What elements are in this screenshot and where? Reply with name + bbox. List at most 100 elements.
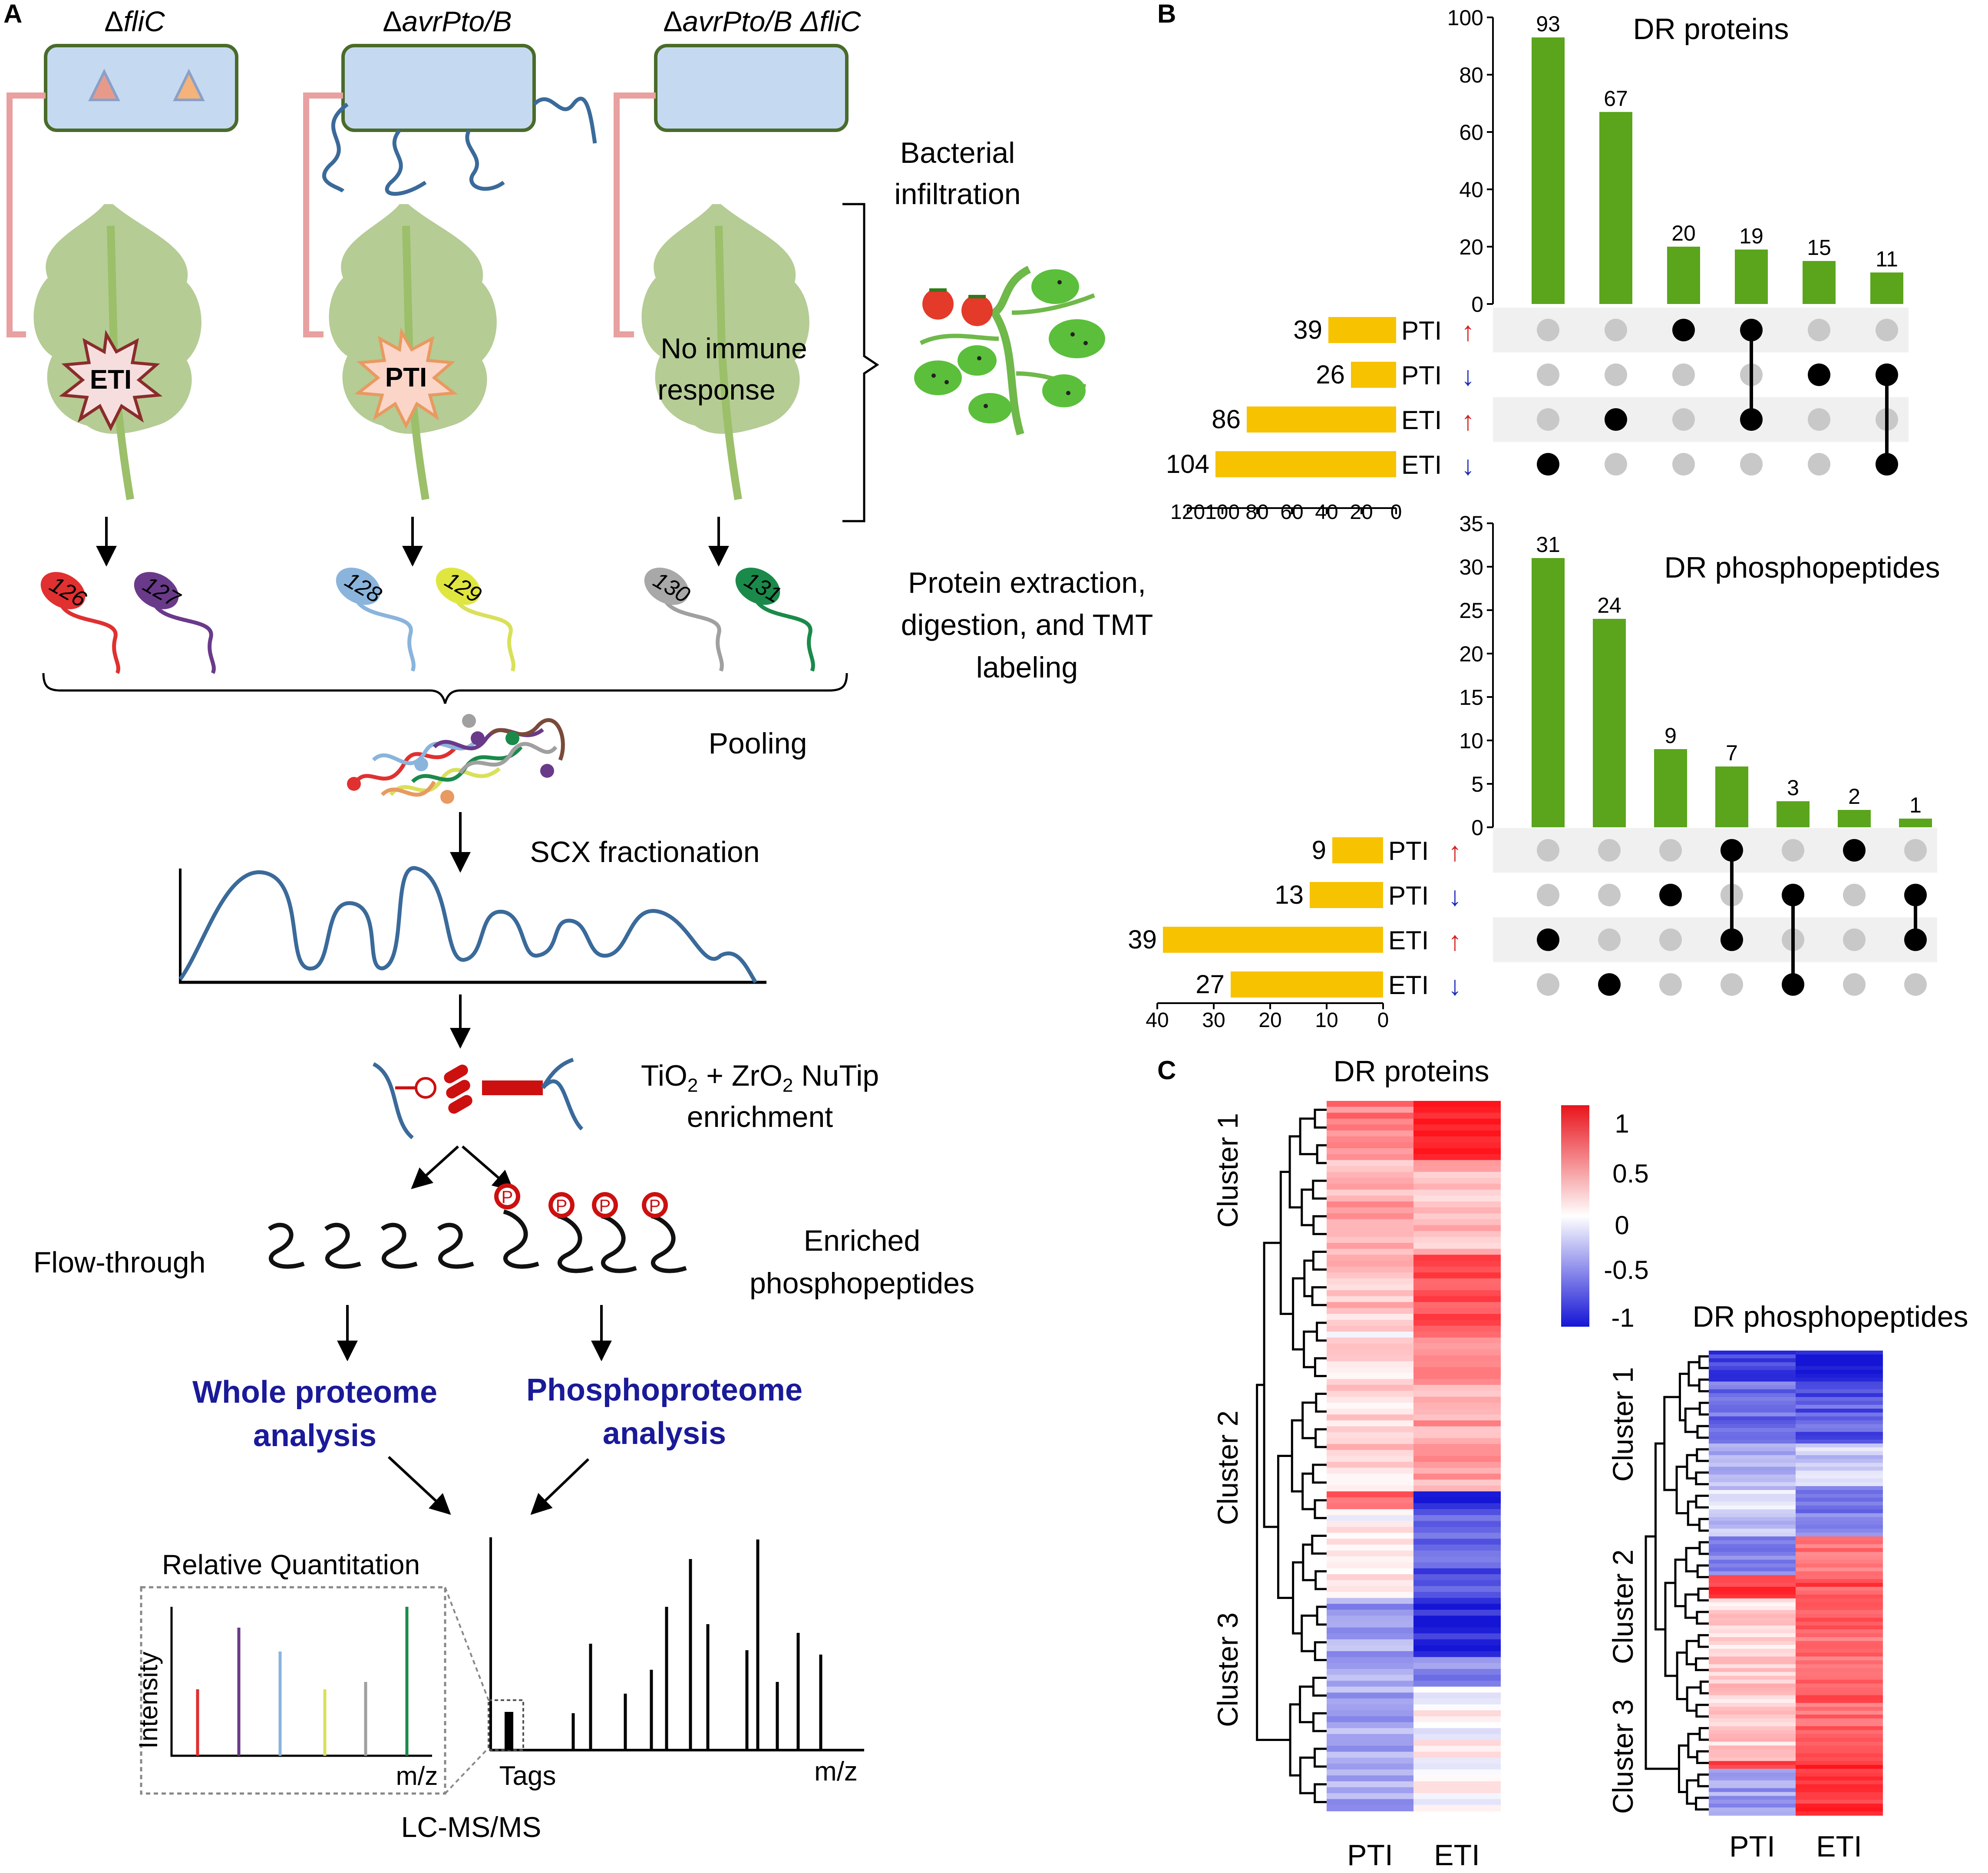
heatmap-cell: [1709, 1563, 1796, 1568]
heatmap-cell: [1709, 1385, 1796, 1390]
heatmap-cell: [1796, 1536, 1883, 1541]
heatmap-cell: [1709, 1513, 1796, 1518]
heatmap-cell: [1413, 1592, 1501, 1599]
heatmap-cell: [1413, 1183, 1501, 1190]
dendrogram-branch: [1312, 1676, 1327, 1697]
row-shade: [1493, 828, 1937, 873]
infiltration-arrow: [7, 92, 46, 337]
heatmap-cell: [1327, 1686, 1414, 1693]
matrix-dot-empty: [1740, 453, 1763, 476]
tmt-tag-126: [40, 572, 86, 609]
heatmap-cell: [1796, 1672, 1883, 1676]
heatmap-cell: [1413, 1515, 1501, 1522]
matrix-dot-empty: [1843, 973, 1866, 996]
intersection-bar: [1715, 766, 1748, 827]
y-tick-label: 15: [1459, 685, 1483, 710]
heatmap-cell: [1709, 1780, 1796, 1785]
heatmap-cell: [1796, 1703, 1883, 1708]
set-direction-icon: ↓: [1461, 451, 1475, 481]
matrix-dot-empty: [1537, 319, 1559, 341]
heatmap-cell: [1327, 1219, 1414, 1226]
heatmap-cell: [1413, 1391, 1501, 1397]
heatmap-cell: [1709, 1393, 1796, 1397]
heatmap-cell: [1709, 1567, 1796, 1572]
heatmap-cell: [1796, 1517, 1883, 1522]
heatmap-cell: [1327, 1769, 1414, 1776]
heatmap-cell: [1413, 1101, 1501, 1107]
colorbar-tick: 0: [1615, 1211, 1629, 1240]
dendrogram-branch: [1696, 1611, 1709, 1625]
heatmap-cell: [1796, 1370, 1883, 1374]
heatmap-cell: [1709, 1583, 1796, 1587]
heatmap-cell: [1413, 1663, 1501, 1669]
leaf-none: No immune response: [641, 204, 809, 500]
heatmap-cell: [1327, 1592, 1414, 1599]
colorbar: 1 0.5 0 -0.5 -1: [1561, 1105, 1649, 1332]
upset-title: DR phosphopeptides: [1664, 551, 1940, 584]
dendrogram-branch: [1645, 1535, 1679, 1770]
arrow-diag: [530, 1458, 590, 1515]
intersection-bar: [1532, 558, 1565, 827]
heatmap-cell: [1709, 1776, 1796, 1781]
heatmap-cell: [1709, 1586, 1796, 1591]
set-size-tick-label: 40: [1315, 501, 1338, 524]
heatmap-cell: [1709, 1432, 1796, 1437]
set-size-bar: [1332, 837, 1383, 863]
matrix-dot-empty: [1843, 884, 1866, 906]
heatmap-cell: [1327, 1231, 1414, 1238]
set-direction-icon: ↓: [1448, 882, 1462, 912]
heatmap-cell: [1796, 1610, 1883, 1615]
heatmap-cell: [1327, 1781, 1414, 1788]
set-size-tick-label: 40: [1146, 1009, 1169, 1032]
heatmap-cell: [1413, 1710, 1501, 1717]
flagellum: [385, 129, 427, 196]
heatmap-cell: [1413, 1757, 1501, 1764]
heatmap-cell: [1327, 1491, 1414, 1498]
dendrogram-branch: [1696, 1425, 1709, 1439]
heatmap-cell: [1327, 1136, 1414, 1143]
matrix-dot-filled: [1605, 408, 1627, 431]
set-size-value: 39: [1128, 925, 1157, 954]
heatmap-cell: [1413, 1278, 1501, 1285]
heatmap-cell: [1327, 1414, 1414, 1421]
heatmap-cell: [1709, 1575, 1796, 1580]
heatmap-cell: [1796, 1358, 1883, 1363]
heatmap-cell: [1413, 1154, 1501, 1161]
intersection-value: 93: [1536, 12, 1560, 36]
heatmap-cell: [1413, 1343, 1501, 1350]
heatmap-cell: [1796, 1687, 1883, 1692]
heatmap-cell: [1709, 1792, 1796, 1797]
dendrogram-branch: [1316, 1144, 1327, 1164]
heatmap-cell: [1327, 1290, 1414, 1297]
heatmap-cell: [1709, 1559, 1796, 1564]
heatmap-cell: [1796, 1618, 1883, 1622]
dendrogram-branch: [1312, 1250, 1327, 1271]
y-tick-label: 10: [1459, 729, 1483, 753]
bacterial-infiltration-1: Bacterial: [900, 136, 1015, 169]
strain-fliC: ΔfliC: [7, 5, 238, 337]
matrix-dot-empty: [1537, 839, 1559, 862]
heatmap-cell: [1796, 1420, 1883, 1425]
matrix-dot-empty: [1672, 408, 1695, 431]
heatmap-cell: [1796, 1792, 1883, 1797]
heatmap-cell: [1709, 1424, 1796, 1429]
matrix-dot-empty: [1598, 928, 1621, 951]
heatmap-cell: [1796, 1594, 1883, 1599]
matrix-dot-empty: [1537, 363, 1559, 386]
heatmap-cell: [1413, 1432, 1501, 1439]
dendrogram-branch: [1314, 1641, 1327, 1662]
heatmap-cell: [1709, 1726, 1796, 1731]
heatmap-cell: [1796, 1497, 1883, 1502]
heatmap-cell: [1709, 1707, 1796, 1711]
mz-label-spectrum: m/z: [814, 1757, 858, 1787]
arrow-diag: [387, 1456, 451, 1515]
heatmap-cell: [1413, 1539, 1501, 1545]
dendrogram-branch: [1279, 1171, 1293, 1315]
heatmap-cell: [1796, 1730, 1883, 1734]
relative-quantitation-inset: Relative Quantitation Intensity m/z: [134, 1549, 489, 1795]
matrix-dot-empty: [1598, 839, 1621, 862]
heatmap-cell: [1709, 1652, 1796, 1657]
y-tick-label: 0: [1471, 816, 1483, 840]
heatmap-cell: [1327, 1480, 1414, 1486]
